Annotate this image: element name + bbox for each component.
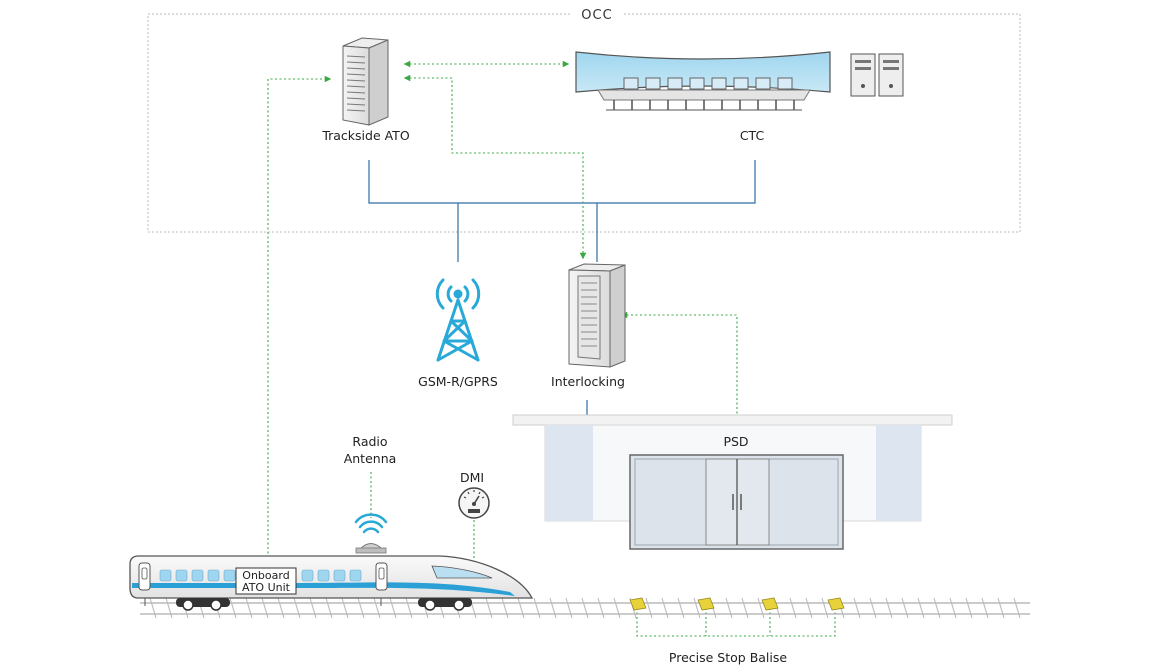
occ-frame: OCC xyxy=(147,6,1021,233)
balise-label: Precise Stop Balise xyxy=(669,650,787,665)
interlocking-label: Interlocking xyxy=(551,374,625,389)
ctc-video-wall-icon xyxy=(575,51,831,111)
train-icon: Onboard ATO Unit xyxy=(129,555,534,611)
dmi-gauge-icon xyxy=(458,487,490,519)
trackside-ato-label: Trackside ATO xyxy=(321,128,410,143)
ctc-label: CTC xyxy=(740,128,765,143)
interlocking-server-icon xyxy=(568,263,626,368)
dmi-label: DMI xyxy=(460,470,484,485)
balise-icon xyxy=(629,597,845,611)
onboard-label-line1: Onboard xyxy=(242,569,289,582)
occ-label: OCC xyxy=(581,8,612,23)
railway-track xyxy=(140,597,1030,619)
desktop-towers-icon xyxy=(850,53,904,97)
data-links xyxy=(267,60,836,637)
psd-label: PSD xyxy=(723,434,748,449)
radio-tower-icon xyxy=(435,278,481,362)
onboard-ato-unit: Onboard ATO Unit xyxy=(235,567,297,595)
onboard-label-line2: ATO Unit xyxy=(242,581,291,594)
trackside-ato-server-icon xyxy=(342,37,389,126)
platform-screen-door-icon xyxy=(512,414,953,550)
antenna-icon xyxy=(354,513,388,554)
radio-antenna-label-line2: Antenna xyxy=(344,451,397,466)
radio-antenna-label-line1: Radio xyxy=(352,434,387,449)
gsm-label: GSM-R/GPRS xyxy=(418,374,498,389)
